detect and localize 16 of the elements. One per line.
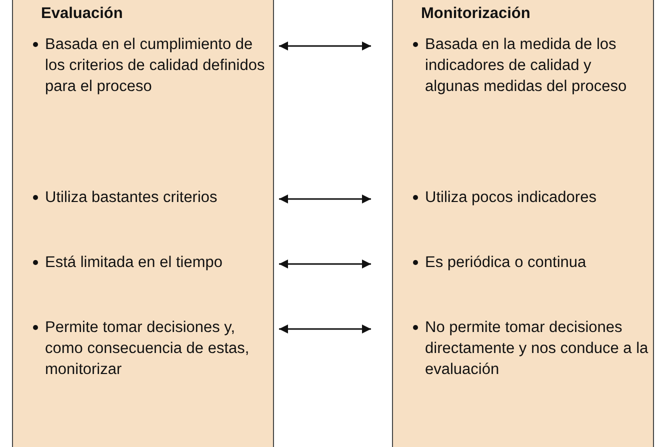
comparison-panel <box>392 0 654 447</box>
bullet-text: Permite tomar decisiones y, como consecuencia de estas, monitorizar <box>45 319 250 378</box>
bullet-text: Está limitada en el tiempo <box>45 254 222 271</box>
panel-heading: Monitorización <box>421 5 530 23</box>
double-arrow <box>279 42 371 50</box>
comparison-panel <box>12 0 274 447</box>
double-arrow <box>279 260 371 268</box>
double-arrow <box>279 194 371 204</box>
bullet-text: Utiliza bastantes criterios <box>45 189 218 206</box>
bullet-text: Basada en la medida de los indicadores de calidad y algunas medidas del proceso <box>425 36 627 95</box>
bullet-text: No permite tomar decisiones directamente y nos conduce a la evaluación <box>425 319 648 378</box>
bullet-text: Basada en el cumplimiento de los criterios de calidad definidos para el proceso <box>45 36 265 95</box>
bullet-text: Es periódica o continua <box>425 254 586 271</box>
panel-heading: Evaluación <box>41 5 123 23</box>
bullet-text: Utiliza pocos indicadores <box>425 189 596 206</box>
double-arrow <box>279 324 371 334</box>
